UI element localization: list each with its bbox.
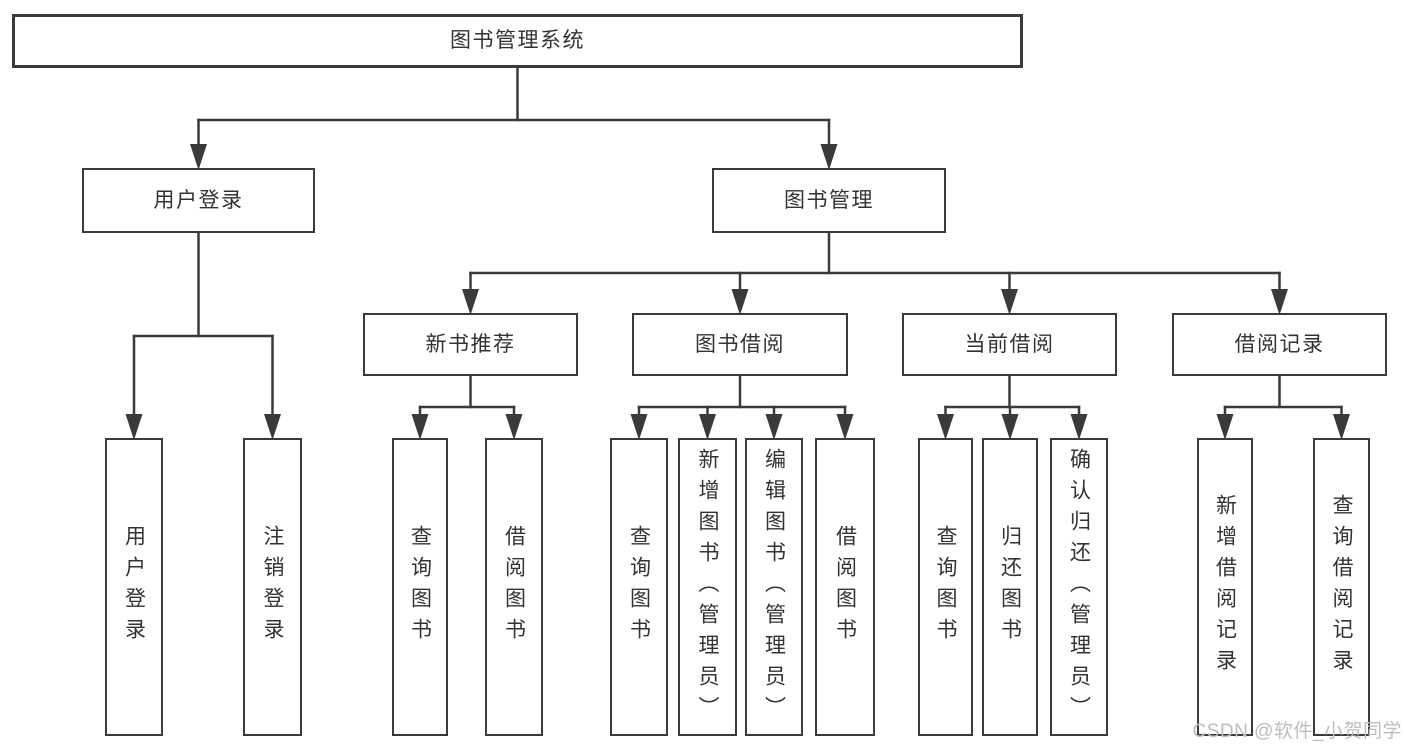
diagram-node-label: 图书管理系统 (450, 29, 585, 53)
diagram-node-borrow-records: 借阅记录 (1172, 313, 1387, 376)
diagram-node-label: 图书借阅 (695, 332, 785, 356)
diagram-node-bb-borrow: 借阅图书 (815, 438, 875, 736)
arrowhead-icon (820, 144, 838, 170)
diagram-node-label: 查询图书 (934, 525, 957, 649)
diagram-node-label: 借阅图书 (833, 525, 857, 649)
diagram-node-label: 新增借阅记录 (1213, 494, 1237, 680)
arrowhead-icon (462, 289, 479, 315)
diagram-node-label: 用户登录 (122, 525, 146, 649)
diagram-node-label: 查询借阅记录 (1330, 494, 1353, 680)
diagram-node-label: 当前借阅 (964, 332, 1055, 356)
diagram-node-current-borrow: 当前借阅 (902, 313, 1117, 376)
arrowhead-icon (699, 414, 716, 440)
arrowhead-icon (1333, 414, 1350, 440)
arrowhead-icon (765, 414, 783, 440)
diagram-node-bb-edit: 编辑图书（管理员） (745, 438, 803, 736)
diagram-node-label: 图书管理 (784, 188, 874, 212)
diagram-node-label: 查询图书 (408, 525, 432, 649)
arrowhead-icon (1001, 289, 1018, 315)
diagram-node-label: 用户登录 (153, 188, 244, 212)
diagram-node-label: 归还图书 (998, 525, 1022, 649)
diagram-node-user-login: 用户登录 (82, 168, 315, 233)
arrowhead-icon (505, 414, 523, 440)
diagram-node-book-mgmt: 图书管理 (712, 168, 946, 233)
diagram-node-label: 注销登录 (261, 525, 284, 649)
arrowhead-icon (630, 414, 648, 440)
arrowhead-icon (411, 414, 429, 440)
diagram-node-br-query: 查询借阅记录 (1313, 438, 1370, 736)
diagram-node-root: 图书管理系统 (12, 14, 1023, 68)
arrowhead-icon (1216, 414, 1234, 440)
arrowhead-icon (1070, 414, 1088, 440)
diagram-node-login: 用户登录 (105, 438, 163, 736)
diagram-node-br-add: 新增借阅记录 (1197, 438, 1253, 736)
arrowhead-icon (264, 414, 281, 440)
diagram-node-new-book-rec: 新书推荐 (363, 313, 578, 376)
diagram-node-bb-query: 查询图书 (610, 438, 668, 736)
diagram-node-label: 确认归还（管理员） (1067, 447, 1091, 727)
diagram-node-cb-confirm: 确认归还（管理员） (1050, 438, 1108, 736)
diagram-node-cb-query: 查询图书 (918, 438, 973, 736)
arrowhead-icon (836, 414, 854, 440)
diagram-node-bb-add: 新增图书（管理员） (678, 438, 737, 736)
diagram-node-label: 新书推荐 (425, 332, 516, 356)
arrowhead-icon (190, 144, 207, 170)
diagram-node-label: 新增图书（管理员） (696, 447, 719, 727)
diagram-node-logout: 注销登录 (243, 438, 302, 736)
diagram-node-rec-borrow: 借阅图书 (485, 438, 543, 736)
diagram-node-label: 查询图书 (627, 525, 651, 649)
arrowhead-icon (125, 414, 143, 440)
arrowhead-icon (937, 414, 954, 440)
diagram-node-label: 借阅记录 (1234, 332, 1325, 356)
arrowhead-icon (1271, 289, 1288, 315)
watermark: CSDN @软件_小贺同学 (1192, 721, 1402, 742)
arrowhead-icon (731, 289, 749, 315)
diagram-node-label: 编辑图书（管理员） (762, 447, 786, 727)
arrowhead-icon (1001, 414, 1019, 440)
diagram-node-label: 借阅图书 (502, 525, 526, 649)
diagram-node-book-borrow: 图书借阅 (632, 313, 848, 376)
diagram-node-cb-return: 归还图书 (982, 438, 1038, 736)
diagram-node-rec-query: 查询图书 (392, 438, 448, 736)
